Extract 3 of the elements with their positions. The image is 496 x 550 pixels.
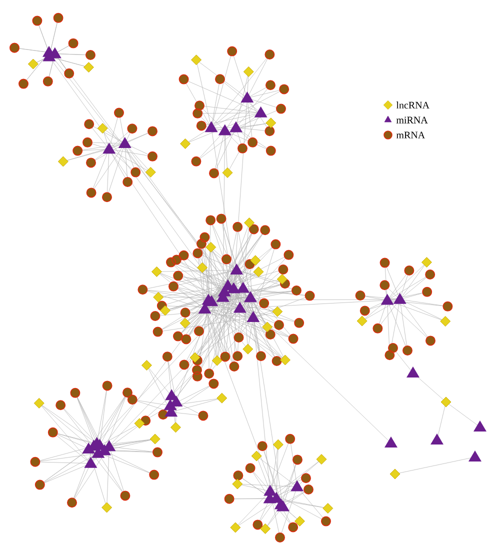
legend-label: mRNA bbox=[396, 132, 425, 138]
legend-label: miRNA bbox=[396, 116, 428, 124]
legend-label: lncRNA bbox=[396, 101, 430, 109]
